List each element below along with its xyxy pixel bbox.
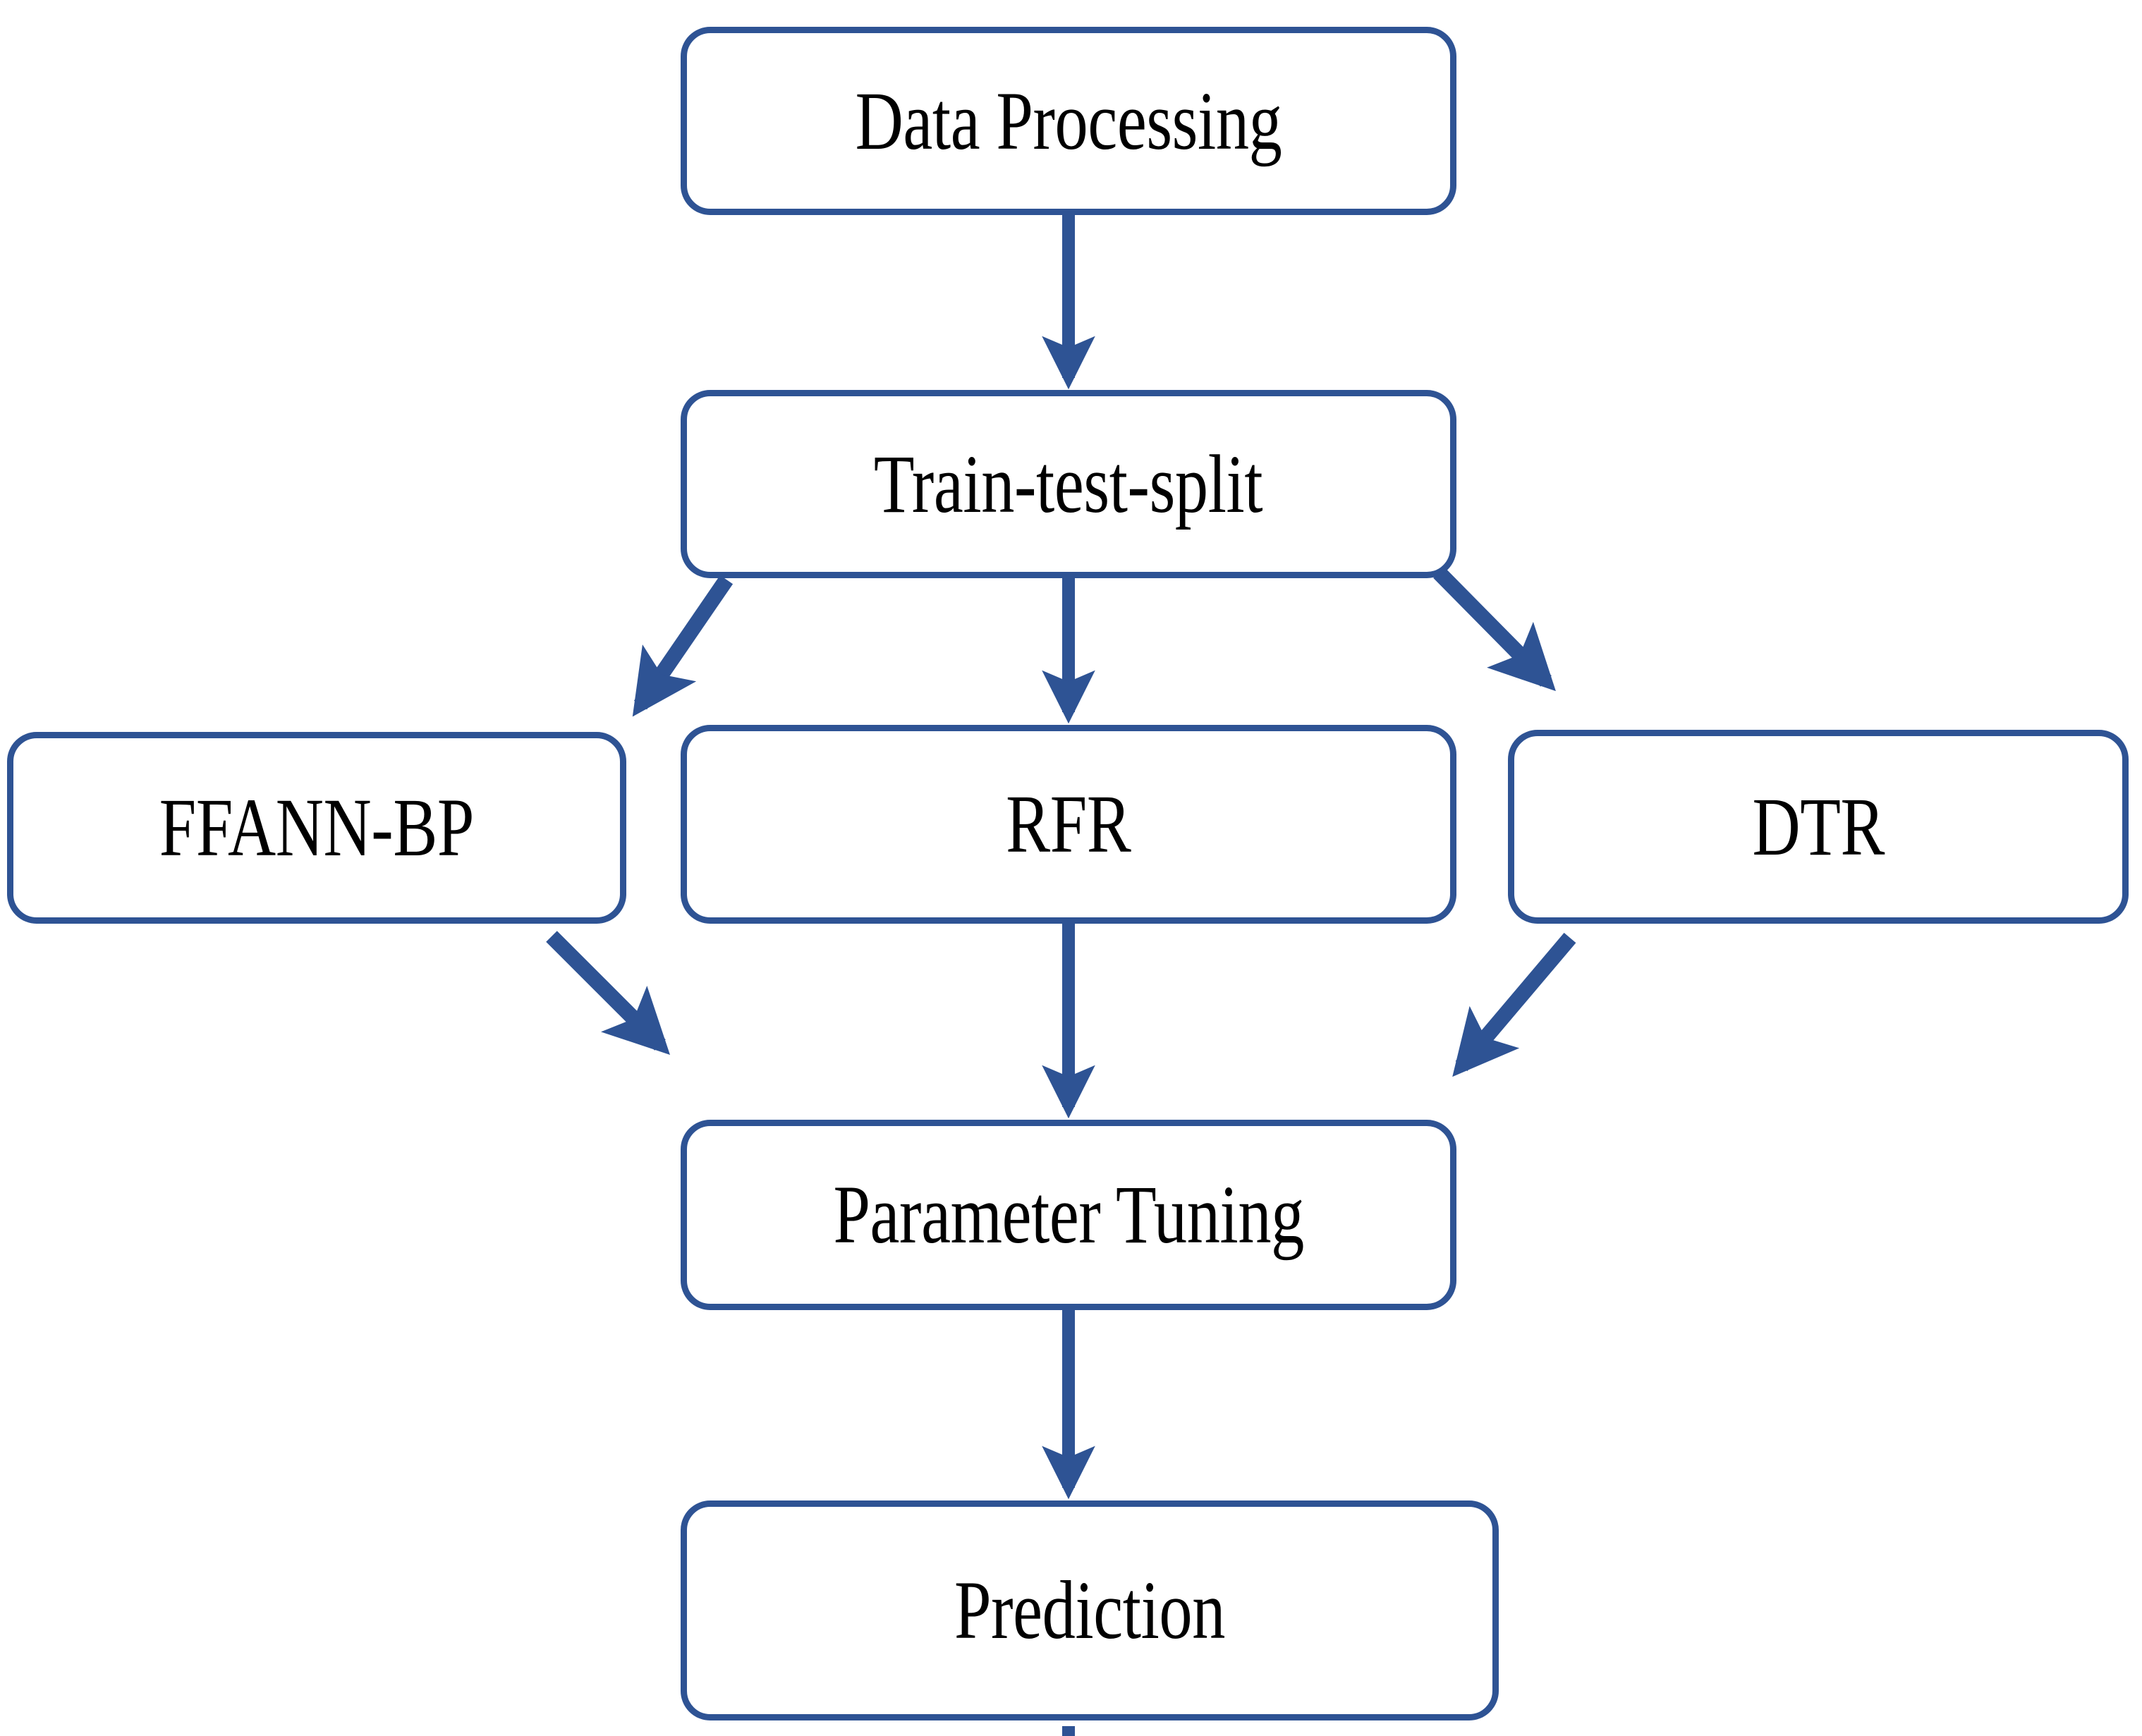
edge-train-test-split-to-dtr (1433, 567, 1556, 692)
node-ffann-bp-label: FFANN-BP (159, 781, 475, 874)
node-dtr[interactable]: DTR (1508, 730, 2129, 924)
node-data-processing[interactable]: Data Processing (681, 27, 1456, 215)
node-parameter-tuning-label: Parameter Tuning (833, 1168, 1304, 1261)
node-prediction[interactable]: Prediction (681, 1500, 1499, 1720)
node-prediction-label: Prediction (954, 1564, 1226, 1656)
node-train-test-split[interactable]: Train-test-split (681, 390, 1456, 578)
node-parameter-tuning[interactable]: Parameter Tuning (681, 1120, 1456, 1310)
edge-ffann-bp-to-parameter-tuning (546, 931, 671, 1056)
node-rfr-label: RFR (1006, 778, 1131, 870)
node-ffann-bp[interactable]: FFANN-BP (7, 732, 626, 924)
node-dtr-label: DTR (1752, 780, 1885, 873)
edge-train-test-split-to-ffann-bp (632, 575, 734, 717)
node-train-test-split-label: Train-test-split (874, 437, 1263, 530)
node-data-processing-label: Data Processing (855, 74, 1282, 167)
node-rfr[interactable]: RFR (681, 725, 1456, 924)
edge-dtr-to-parameter-tuning (1452, 932, 1576, 1077)
